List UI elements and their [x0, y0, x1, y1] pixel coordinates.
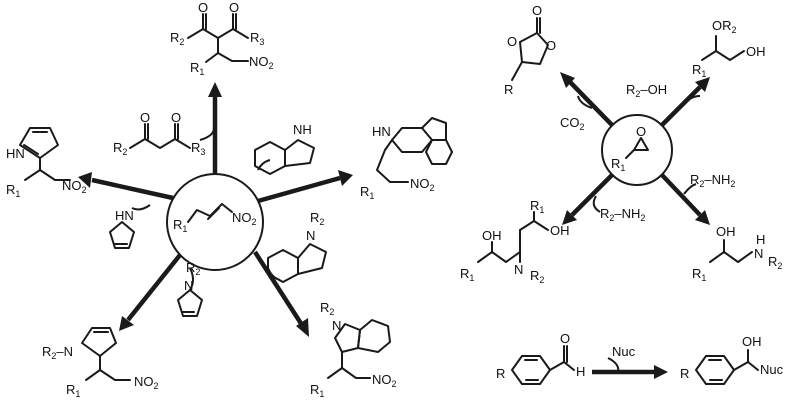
- svg-text:HN: HN: [6, 146, 25, 161]
- svg-text:R1: R1: [66, 382, 80, 399]
- bis-aminoalcohol-product: OH OH R1 R1 N R2: [460, 198, 570, 285]
- top-product: O O R2 R3 R1 NO2: [170, 0, 274, 77]
- top-reagent: O O R2 R3: [113, 110, 205, 157]
- svg-text:R1: R1: [310, 382, 324, 399]
- svg-text:NO2: NO2: [62, 178, 87, 195]
- svg-text:OR2: OR2: [712, 18, 737, 35]
- svg-text:OH: OH: [716, 224, 736, 239]
- svg-text:R: R: [504, 82, 513, 97]
- svg-text:O: O: [546, 38, 556, 53]
- svg-text:R1: R1: [360, 184, 374, 201]
- left-product-pyrrole: HN R1 NO2: [6, 127, 87, 199]
- svg-text:NO2: NO2: [372, 372, 397, 389]
- amine-reagent-left: R2–NH2: [600, 206, 645, 223]
- right-reagent-indole: NH: [254, 122, 315, 175]
- svg-text:R2–OH: R2–OH: [626, 82, 667, 99]
- benzaldehyde: O H R: [496, 331, 585, 385]
- co2-label: CO2: [560, 115, 585, 132]
- svg-text:R1: R1: [460, 266, 474, 283]
- svg-text:O: O: [171, 110, 181, 125]
- alkoxy-alcohol-product: OR2 OH R1: [692, 18, 766, 79]
- svg-text:R2–NH2: R2–NH2: [600, 206, 645, 223]
- svg-text:R2: R2: [768, 254, 782, 271]
- carbinol-product: OH Nuc R: [680, 334, 784, 385]
- bottom-left-product-pyrrole: R2–N R1 NO2: [42, 327, 159, 399]
- svg-text:R2–NH2: R2–NH2: [690, 172, 735, 189]
- svg-text:O: O: [560, 331, 570, 346]
- bottom-right-reagent-indole: R2 N: [267, 210, 327, 283]
- svg-text:O: O: [229, 0, 239, 15]
- svg-text:R3: R3: [250, 30, 264, 47]
- left-reagent-pyrrole: HN: [109, 208, 135, 249]
- svg-text:NO2: NO2: [410, 176, 435, 193]
- svg-text:NO2: NO2: [249, 54, 274, 71]
- svg-text:Nuc: Nuc: [760, 362, 784, 377]
- left-scheme: R1 NO2: [6, 0, 453, 399]
- svg-text:NO2: NO2: [232, 210, 257, 227]
- nucleophile-arrow: Nuc: [592, 344, 668, 379]
- svg-text:R2: R2: [310, 210, 324, 227]
- svg-text:N: N: [514, 262, 523, 277]
- svg-text:O: O: [507, 34, 517, 49]
- svg-text:R: R: [680, 366, 689, 381]
- svg-text:O: O: [532, 3, 542, 18]
- svg-text:CO2: CO2: [560, 115, 585, 132]
- svg-text:R: R: [496, 366, 505, 381]
- svg-text:R2: R2: [170, 30, 184, 47]
- svg-text:HN: HN: [372, 124, 391, 139]
- svg-text:R2: R2: [530, 268, 544, 285]
- svg-text:NH: NH: [293, 122, 312, 137]
- svg-text:R1: R1: [173, 217, 187, 234]
- bottom-left-reagent-pyrrole: R2 N: [177, 260, 203, 317]
- svg-text:NO2: NO2: [134, 374, 159, 391]
- nitroalkene-structure: R1 NO2: [173, 203, 257, 234]
- svg-text:OH: OH: [482, 228, 502, 243]
- svg-text:O: O: [140, 110, 150, 125]
- svg-text:R2: R2: [186, 260, 200, 277]
- bottom-right-product-indole: R2 N R1 NO2: [310, 300, 397, 399]
- svg-text:N: N: [184, 278, 193, 293]
- svg-text:O: O: [198, 0, 208, 15]
- svg-text:R1: R1: [611, 156, 625, 173]
- svg-text:OH: OH: [746, 44, 766, 59]
- svg-text:O: O: [636, 124, 646, 139]
- svg-text:N: N: [332, 318, 341, 333]
- svg-text:OH: OH: [742, 334, 762, 349]
- amine-reagent-right: R2–NH2: [690, 172, 735, 189]
- epoxide-circle: [601, 114, 673, 186]
- svg-text:R2–N: R2–N: [42, 344, 73, 361]
- svg-text:HN: HN: [115, 208, 134, 223]
- aminoalcohol-product: OH R1 N H R2: [692, 224, 782, 283]
- svg-text:R3: R3: [191, 140, 205, 157]
- left-scheme-arrows: [78, 82, 353, 337]
- svg-text:N: N: [306, 228, 315, 243]
- right-scheme-arrows: [560, 72, 710, 225]
- svg-text:H: H: [576, 364, 585, 379]
- svg-text:R1: R1: [692, 266, 706, 283]
- svg-text:R1: R1: [692, 62, 706, 79]
- svg-text:R1: R1: [530, 198, 544, 215]
- cyclic-carbonate: O O O R: [504, 3, 556, 97]
- right-product-indole: HN R1 NO2: [360, 117, 453, 201]
- svg-text:Nuc: Nuc: [612, 344, 636, 359]
- svg-text:R1: R1: [190, 60, 204, 77]
- svg-text:N: N: [754, 246, 763, 261]
- svg-text:OH: OH: [550, 223, 570, 238]
- right-scheme: O R1 O O O R C: [460, 3, 782, 285]
- epoxide-structure: O R1: [611, 124, 649, 173]
- bottom-scheme: O H R Nuc OH Nuc R: [496, 331, 784, 385]
- svg-text:R1: R1: [6, 182, 20, 199]
- svg-text:H: H: [756, 232, 765, 247]
- alcohol-reagent: R2–OH: [626, 82, 667, 99]
- svg-text:R2: R2: [113, 140, 127, 157]
- svg-text:R2: R2: [320, 300, 334, 317]
